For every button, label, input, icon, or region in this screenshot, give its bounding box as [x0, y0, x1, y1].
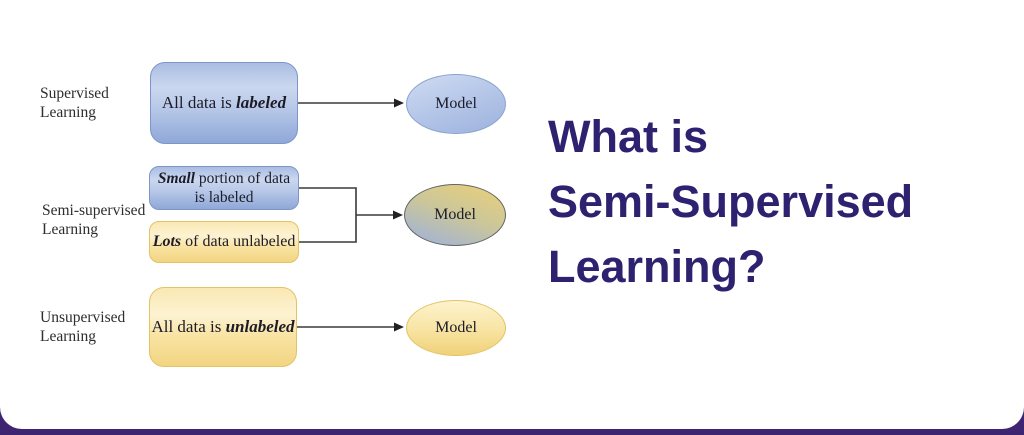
- box-text-suffix: portion of data is labeled: [194, 169, 291, 206]
- box-all-data-unlabeled: All data is unlabeled: [149, 287, 297, 367]
- page-title-line-1: What is: [548, 111, 709, 162]
- box-text-prefix: All data is: [151, 317, 226, 336]
- box-text: All data is labeled: [162, 93, 286, 113]
- page-title-line-2: Semi-Supervised: [548, 176, 914, 227]
- box-text-emphasis: Lots: [152, 233, 182, 250]
- box-text-prefix: All data is: [161, 93, 237, 112]
- arrow-unsupervised: [297, 322, 404, 332]
- box-all-data-labeled: All data is labeled: [150, 62, 298, 144]
- page-title-line-3: Learning?: [548, 241, 766, 292]
- model-node-semi-supervised: Model: [404, 184, 506, 246]
- box-text-emphasis: labeled: [236, 93, 287, 112]
- model-node-supervised: Model: [406, 74, 506, 134]
- model-label: Model: [434, 206, 476, 223]
- box-small-portion-labeled: Small portion of data is labeled: [149, 166, 299, 210]
- label-semi-supervised-learning: Semi-supervised Learning: [42, 202, 146, 238]
- label-supervised-learning: Supervised Learning: [40, 85, 109, 121]
- box-text-emphasis: Small: [157, 169, 195, 187]
- box-lots-unlabeled: Lots of data unlabeled: [149, 221, 299, 263]
- box-text: Lots of data unlabeled: [153, 233, 296, 251]
- arrow-supervised: [298, 98, 404, 108]
- connector-semi-supervised: [298, 187, 403, 243]
- box-text: All data is unlabeled: [151, 317, 294, 337]
- box-text-emphasis: unlabeled: [225, 317, 295, 336]
- model-label: Model: [435, 95, 477, 112]
- model-node-unsupervised: Model: [406, 300, 506, 356]
- box-text: Small portion of data is labeled: [153, 169, 295, 208]
- model-label: Model: [435, 319, 477, 336]
- learning-types-diagram: Supervised Learning Semi-supervised Lear…: [40, 62, 506, 367]
- box-text-suffix: of data unlabeled: [181, 233, 296, 250]
- label-unsupervised-learning: Unsupervised Learning: [40, 309, 126, 345]
- page-title: What is Semi-Supervised Learning?: [548, 104, 1008, 299]
